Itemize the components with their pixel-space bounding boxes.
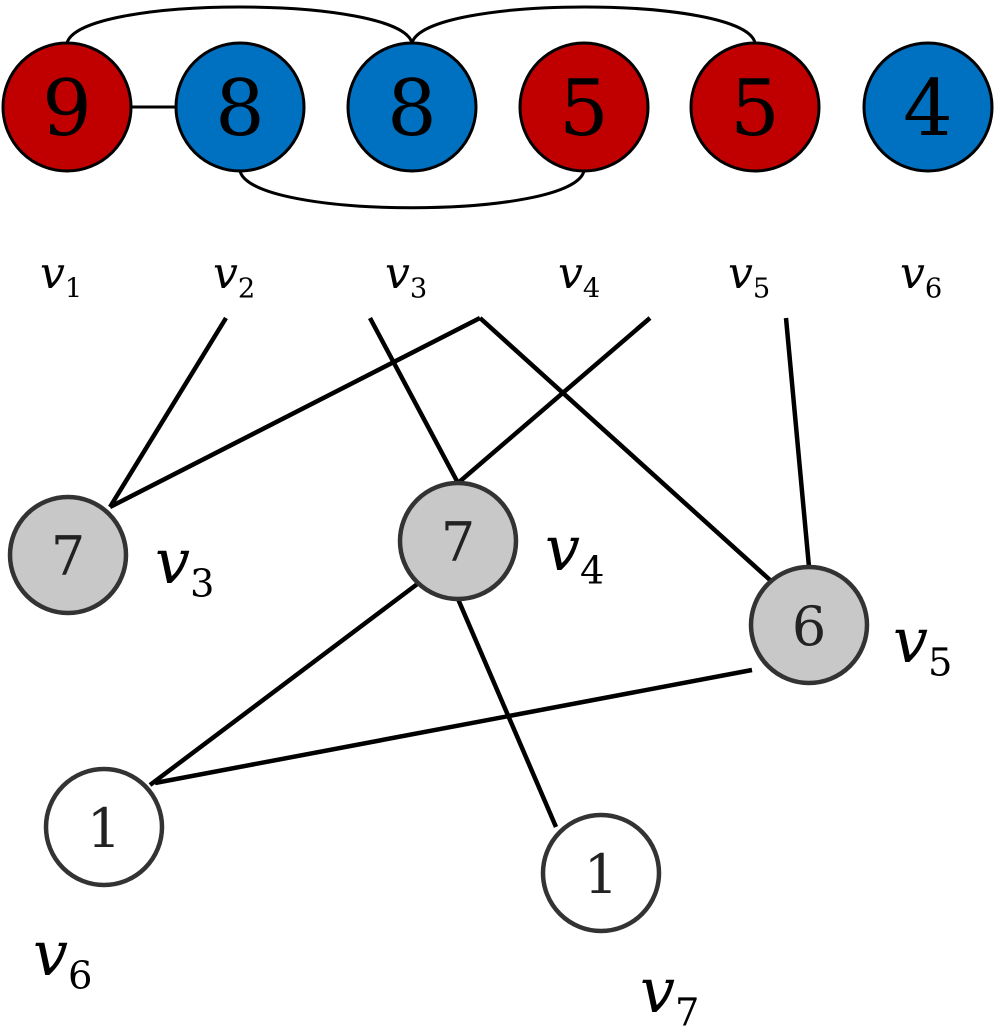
top-node-circle	[174, 41, 306, 173]
edge-g5-g6	[154, 667, 753, 786]
top-edge-v1-v3	[65, 5, 414, 44]
edge-g4-g6	[148, 580, 422, 787]
graph-node-value: 1	[584, 843, 618, 906]
edge-g4-g7	[455, 598, 559, 828]
graph-node-value: 7	[441, 511, 475, 574]
top-label-v6: v6	[900, 248, 942, 305]
graph-node-circle	[43, 766, 165, 888]
graph-node-circle	[7, 494, 129, 616]
top-label-v5: v5	[728, 248, 770, 305]
graph-label-g5: v5	[893, 604, 952, 686]
dangling-edge-g3	[108, 316, 228, 509]
graph-node-value: 1	[87, 797, 121, 860]
top-node-v5: 5	[689, 41, 821, 173]
top-node-circle	[862, 41, 994, 173]
graph-node-g4: 7	[397, 480, 519, 602]
graph-label-g7: v7	[640, 954, 699, 1033]
graph-label-g6: v6	[33, 917, 92, 999]
top-edge-v3-v5	[410, 5, 757, 44]
top-node-circle	[346, 41, 478, 173]
top-node-v6: 4	[862, 41, 994, 173]
graph-node-circle	[397, 480, 519, 602]
top-label-v1: v1	[40, 248, 82, 305]
dangling-edge-g5	[783, 317, 812, 568]
graph-node-g6: 1	[43, 766, 165, 888]
label-layer: v1 v2 v3 v4 v5 v6 v3 v4 v5 v6 v7	[33, 248, 952, 1033]
graph-node-g7: 1	[540, 812, 662, 934]
top-node-circle	[518, 41, 650, 173]
top-node-v3: 8	[346, 41, 478, 173]
dangling-edge-g4	[456, 316, 652, 485]
dangling-edge-g3	[108, 315, 482, 510]
top-node-v4: 5	[518, 41, 650, 173]
top-node-circle	[689, 41, 821, 173]
top-node-value: 5	[559, 64, 609, 154]
graph-node-circle	[540, 812, 662, 934]
top-label-v3: v3	[385, 248, 427, 305]
top-node-value: 8	[215, 64, 265, 154]
graph-node-circle	[748, 564, 870, 686]
graph-node-g3: 7	[7, 494, 129, 616]
graph-node-value: 6	[792, 595, 826, 658]
dangling-edge-g4	[368, 316, 460, 485]
top-node-v1: 9	[1, 41, 133, 173]
edge-layer	[65, 5, 812, 828]
top-node-v2: 8	[174, 41, 306, 173]
top-node-circle	[1, 41, 133, 173]
top-edge-v2-v4	[238, 170, 586, 210]
graph-node-value: 7	[51, 525, 85, 588]
top-label-v2: v2	[213, 248, 255, 305]
node-layer: 9 8 8 5 5 4 7 7 6 1 1	[1, 41, 994, 934]
top-node-value: 9	[42, 64, 92, 154]
top-node-value: 5	[730, 64, 780, 154]
top-label-v4: v4	[558, 248, 600, 305]
top-node-value: 8	[387, 64, 437, 154]
top-node-value: 4	[903, 64, 953, 154]
graph-label-g3: v3	[155, 525, 214, 607]
graph-label-g4: v4	[545, 512, 604, 594]
graph-node-g5: 6	[748, 564, 870, 686]
dangling-edge-g5	[478, 316, 772, 582]
